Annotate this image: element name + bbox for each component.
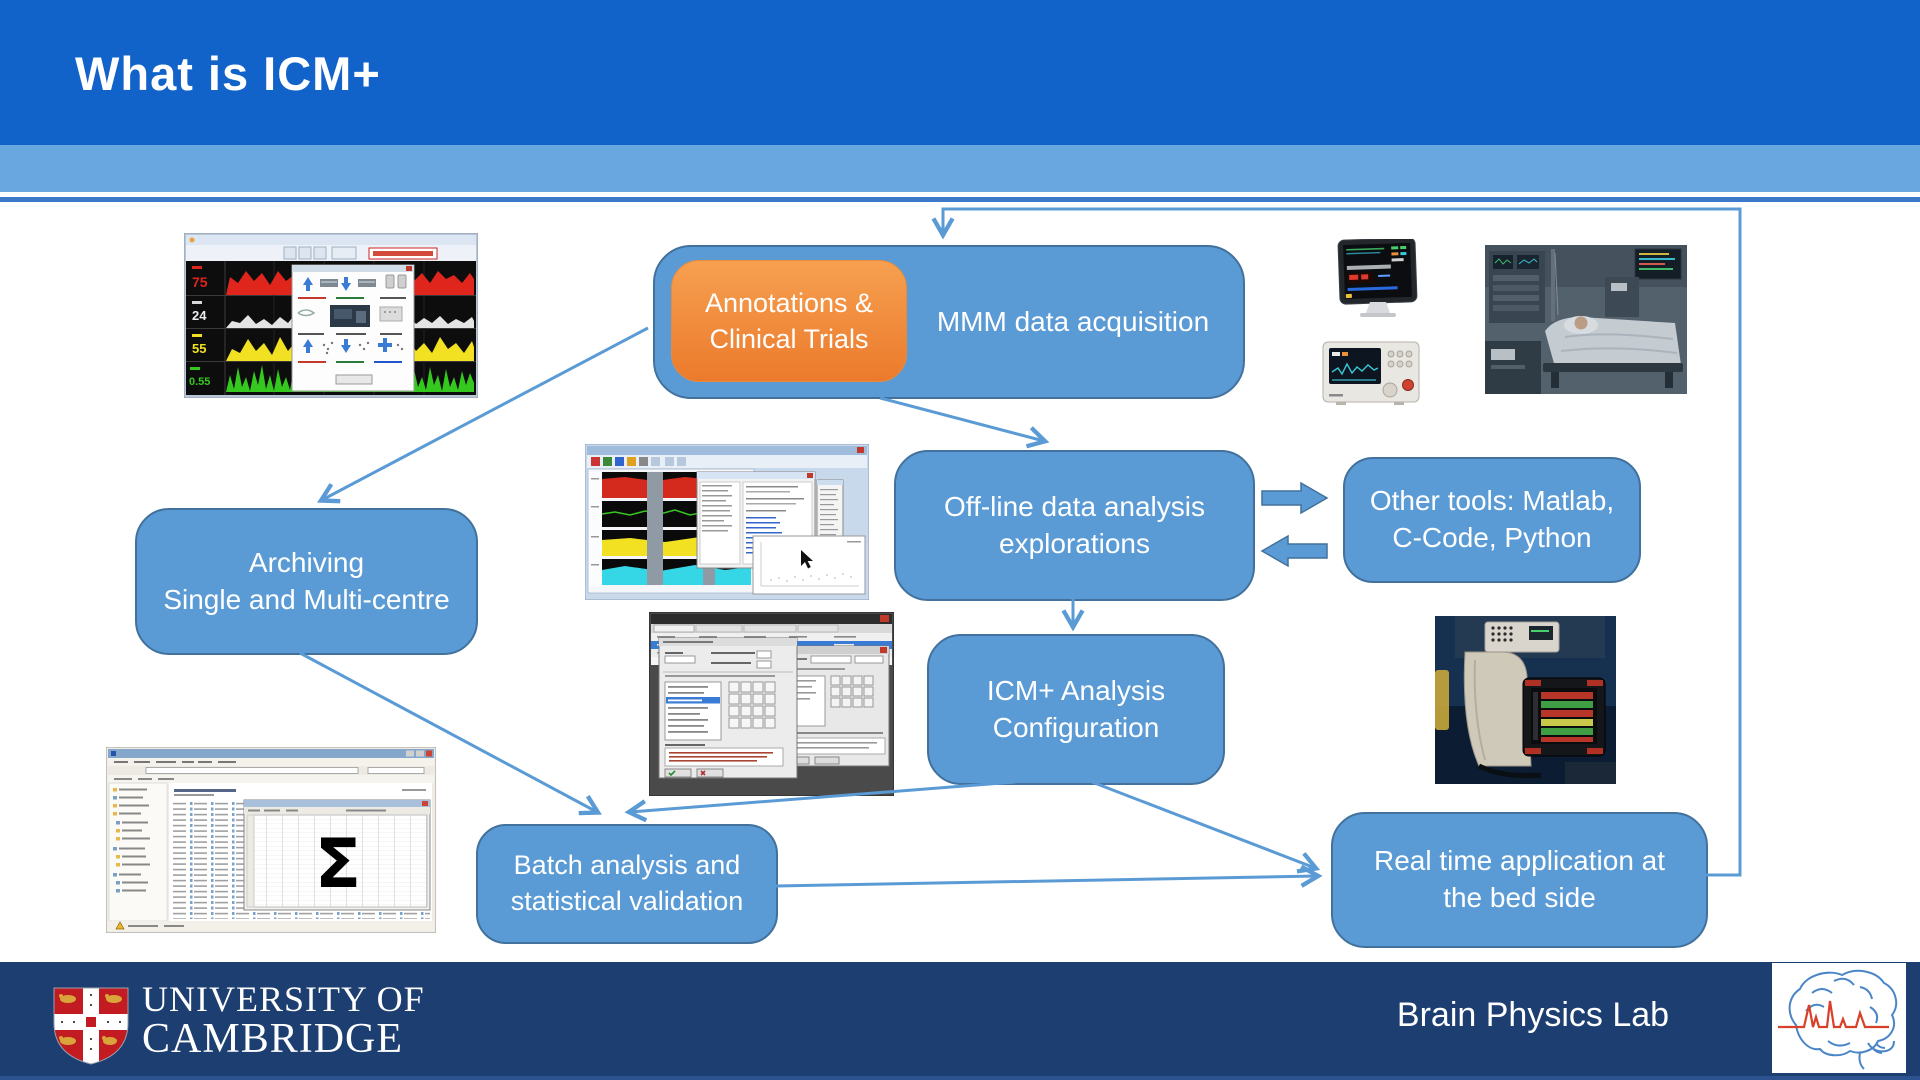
svg-text:24: 24 — [192, 308, 207, 323]
arrow-mmm-to-offline — [879, 396, 1050, 449]
other-tools-line1: Other tools: Matlab, — [1369, 485, 1615, 517]
annotations-line1: Annotations & — [704, 287, 874, 318]
cambridge-shield-icon — [48, 985, 134, 1067]
annotations-line2: Clinical Trials — [709, 324, 869, 354]
arrow-config-to-realtime — [1091, 780, 1321, 874]
batch-line1: Batch analysis and — [513, 850, 741, 881]
university-name: UNIVERSITY OF CAMBRIDGE — [142, 979, 425, 1063]
university-line1: UNIVERSITY OF — [142, 979, 425, 1019]
box-batch-analysis: Batch analysis and statistical validatio… — [476, 824, 778, 944]
svg-text:0.55: 0.55 — [189, 376, 210, 388]
footer-bar — [0, 962, 1920, 1080]
batch-line2: statistical validation — [510, 886, 744, 916]
screenshot-file-browser: Σ — [105, 746, 437, 934]
university-line2: CAMBRIDGE — [142, 1016, 404, 1063]
realtime-line1: Real time application at — [1373, 845, 1666, 877]
screenshot-offline-analysis — [584, 443, 870, 601]
offline-line1: Off-line data analysis — [944, 490, 1205, 522]
box-other-tools: Other tools: Matlab, C-Code, Python — [1343, 457, 1641, 583]
photo-bedside-device — [1435, 616, 1616, 784]
svg-text:Σ: Σ — [315, 825, 361, 904]
box-mmm-data-acquisition: Annotations & Clinical Trials MMM data a… — [653, 245, 1245, 399]
brain-icon — [1778, 969, 1898, 1070]
header-bar — [0, 0, 1920, 145]
realtime-line2: the bed side — [1443, 882, 1596, 913]
offline-line2: explorations — [999, 527, 1150, 559]
box-icm-analysis-configuration: ICM+ Analysis Configuration — [927, 634, 1225, 785]
box-annotations-clinical-trials: Annotations & Clinical Trials — [671, 260, 907, 382]
photo-icu-bed — [1485, 245, 1687, 394]
lab-name: Brain Physics Lab — [1396, 996, 1670, 1034]
box-archiving: Archiving Single and Multi-centre — [135, 508, 478, 655]
box-offline-analysis: Off-line data analysis explorations — [894, 450, 1255, 601]
screenshot-icm-monitoring: 75 24 55 0.55 — [183, 232, 479, 399]
archiving-line2: Single and Multi-centre — [163, 583, 450, 615]
icm-config-line1: ICM+ Analysis — [986, 674, 1166, 706]
screenshot-analysis-config-dialog — [648, 611, 895, 797]
block-arrow-left-icon — [1260, 534, 1328, 568]
block-arrow-right-icon — [1261, 481, 1329, 515]
box-realtime-application: Real time application at the bed side — [1331, 812, 1708, 948]
photo-integra-device — [1322, 340, 1422, 407]
other-tools-line2: C-Code, Python — [1392, 522, 1592, 553]
mmm-label: MMM data acquisition — [936, 305, 1210, 337]
photo-patient-monitor — [1334, 237, 1420, 318]
slide-title: What is ICM+ — [75, 47, 381, 100]
accent-band — [0, 145, 1920, 192]
icm-config-line2: Configuration — [992, 711, 1160, 743]
accent-line — [0, 197, 1920, 202]
arrow-batch-to-realtime — [775, 864, 1323, 888]
archiving-line1: Archiving — [248, 546, 365, 578]
svg-text:55: 55 — [192, 341, 206, 356]
svg-text:75: 75 — [192, 274, 208, 290]
brain-logo — [1772, 963, 1906, 1073]
